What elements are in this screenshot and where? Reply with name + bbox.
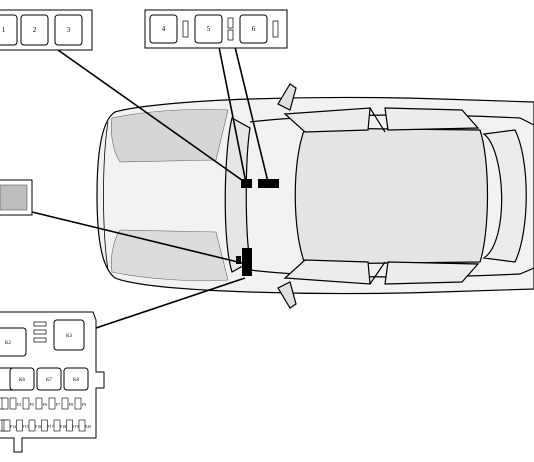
fuse-clip-4: [182, 20, 189, 38]
front-bumper: [103, 121, 109, 271]
relay-k7-label: K7: [46, 378, 53, 383]
side-window-top: [283, 107, 371, 133]
fuse-f18: [53, 419, 61, 432]
car-top-view: [96, 83, 534, 309]
fuse-f18-label: F18: [60, 424, 66, 429]
relay-1: [0, 14, 18, 46]
relay-6: [239, 14, 268, 44]
hood-shade: [110, 108, 229, 163]
relay-k2: [0, 327, 27, 357]
mirror-bottom: [277, 281, 297, 309]
fuse-f6-label: F6: [43, 402, 47, 407]
component-marker-b: [258, 179, 279, 188]
mini-slot-1: [33, 321, 47, 327]
module-left-unit: [0, 184, 28, 211]
windshield: [224, 117, 251, 273]
b-pillar-top: [369, 107, 386, 133]
fuse-clip-5b: [227, 29, 234, 41]
fuse-f16-label: F16: [35, 424, 41, 429]
fuse-box-labels: K2 K3 K6 K7 K8: [5, 334, 80, 383]
hood-shade-lower: [110, 229, 229, 282]
fuse-f14: [3, 419, 11, 432]
leader-lines: [31, 46, 269, 329]
leader-line-fuse-box: [95, 277, 246, 329]
relay-3-label: 3: [67, 26, 71, 34]
relay-k3-label: K3: [66, 334, 73, 339]
relay-box-top-left: 1 2 3: [0, 9, 93, 51]
fuse-f17: [41, 419, 48, 432]
leader-line-relay-box-2b: [234, 46, 269, 183]
relay-k6: [9, 367, 35, 391]
fuse-f6: [35, 397, 43, 410]
leader-line-module: [31, 211, 243, 264]
fuse-f19-label: F19: [72, 424, 78, 429]
relay-k8-label: K8: [73, 378, 80, 383]
relay-4-label: 4: [162, 25, 166, 33]
mirror-top: [277, 83, 297, 111]
b-pillar-bottom: [369, 261, 386, 285]
fuse-f4-label: F4: [17, 402, 21, 407]
fuse-f8: [61, 397, 69, 410]
fuse-f7-label: F7: [56, 402, 60, 407]
mini-slot-2: [33, 329, 47, 335]
fuse-f7: [48, 397, 56, 410]
side-window-bottom-rear: [384, 261, 480, 285]
fuse-clip-6: [272, 20, 279, 38]
relay-2: [20, 14, 49, 46]
relay-k2-label: K2: [5, 341, 12, 346]
component-marker-c: [242, 248, 252, 276]
relay-k6-label: K6: [19, 378, 26, 383]
fuse-f4: [9, 397, 17, 410]
module-left: [0, 179, 33, 216]
relay-box-top-right: 4 5 6: [144, 9, 288, 49]
fuse-f14-label: F14: [10, 424, 16, 429]
relay-5: [194, 14, 223, 44]
relay-6-label: 6: [252, 25, 256, 33]
fuse-clip-5a: [227, 17, 234, 29]
component-marker-d: [236, 256, 241, 264]
fuse-f8-label: F8: [69, 402, 73, 407]
rear-window: [482, 129, 527, 263]
side-window-top-rear: [384, 107, 480, 131]
relay-2-label: 2: [33, 26, 37, 34]
relay-5-label: 5: [207, 25, 211, 33]
fuse-f20-label: F20: [85, 424, 91, 429]
leader-line-relay-box-2a: [218, 46, 247, 184]
fuse-f15-label: F15: [22, 424, 28, 429]
relay-k8: [63, 367, 89, 391]
car-components: [236, 179, 279, 276]
fuse-blank-top-1: [1, 397, 9, 410]
fuse-f19: [66, 419, 73, 432]
fuse-f15: [16, 419, 23, 432]
side-window-bottom: [283, 259, 371, 285]
component-marker-a: [241, 179, 252, 188]
roof: [294, 127, 489, 265]
fuse-f9: [74, 397, 82, 410]
fuse-f9-label: F9: [82, 402, 86, 407]
mini-slot-3: [33, 337, 47, 343]
relay-1-label: 1: [2, 26, 6, 34]
relay-k7: [36, 367, 62, 391]
relay-4: [149, 14, 178, 44]
fuse-f17-label: F17: [47, 424, 53, 429]
fuse-f16: [28, 419, 36, 432]
fuse-box: [0, 311, 105, 453]
fuse-f20: [78, 419, 86, 432]
fuse-f5-label: F5: [30, 402, 34, 407]
leader-line-relay-box-1: [57, 49, 247, 184]
relay-3: [54, 14, 83, 46]
relay-k3: [53, 319, 85, 351]
fuse-f5: [22, 397, 30, 410]
